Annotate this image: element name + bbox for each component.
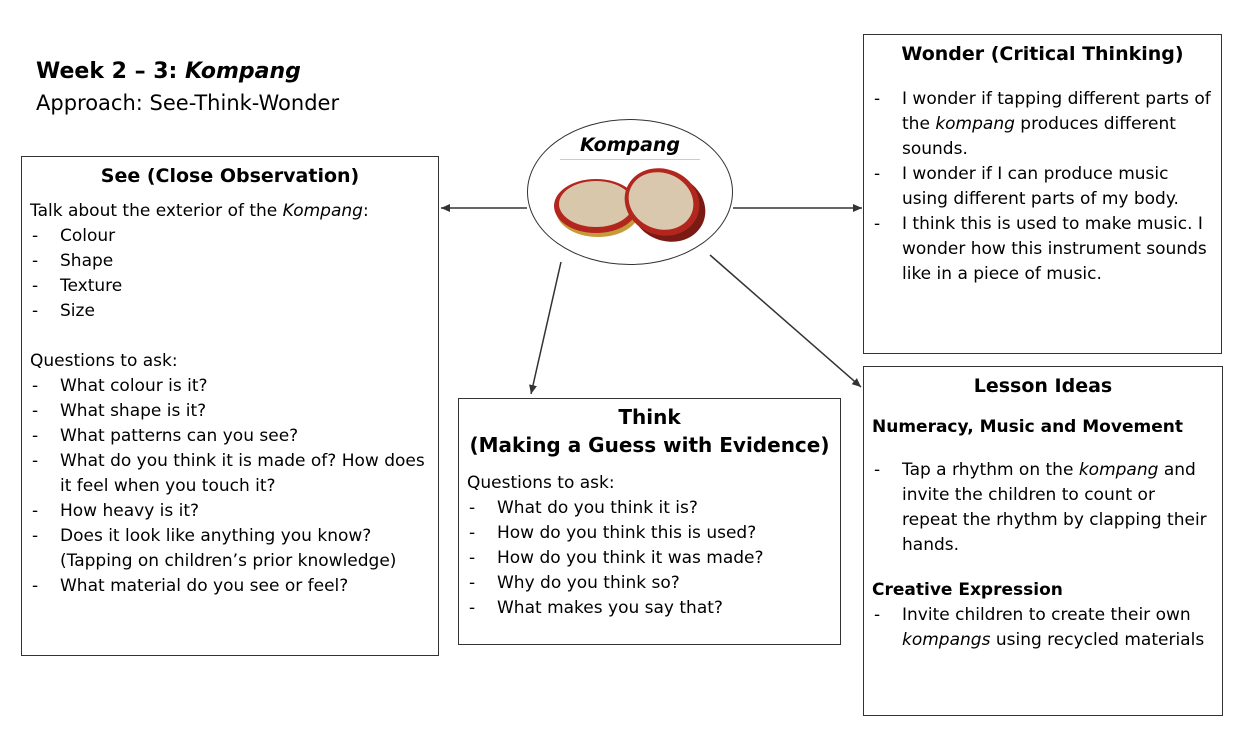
week-label: Week 2 – 3: bbox=[36, 59, 186, 84]
see-aspects-list: Colour Shape Texture Size bbox=[30, 224, 430, 324]
list-item: Does it look like anything you know? (Ta… bbox=[30, 524, 430, 574]
list-item: Size bbox=[30, 299, 430, 324]
numeracy-heading: Numeracy, Music and Movement bbox=[872, 417, 1183, 437]
think-title-line1: Think bbox=[618, 405, 681, 429]
list-item: Tap a rhythm on the kompang and invite t… bbox=[872, 458, 1214, 558]
think-questions-list: What do you think it is? How do you thin… bbox=[467, 496, 832, 621]
lesson-ideas-box: Lesson Ideas Numeracy, Music and Movemen… bbox=[863, 366, 1223, 716]
creative-heading: Creative Expression bbox=[872, 580, 1063, 600]
kompang-node: Kompang bbox=[527, 119, 733, 265]
think-title: Think (Making a Guess with Evidence) bbox=[467, 403, 832, 459]
list-item: What material do you see or feel? bbox=[30, 574, 430, 599]
see-title: See (Close Observation) bbox=[100, 165, 360, 187]
see-questions-heading: Questions to ask: bbox=[30, 351, 178, 371]
kompang-label: Kompang bbox=[528, 134, 732, 160]
list-item: I wonder if I can produce music using di… bbox=[872, 162, 1213, 212]
list-item: How do you think it was made? bbox=[467, 546, 832, 571]
list-item: How heavy is it? bbox=[30, 499, 430, 524]
list-item: Why do you think so? bbox=[467, 571, 832, 596]
list-item: Shape bbox=[30, 249, 430, 274]
kompang-drum-icon bbox=[554, 168, 706, 242]
list-item: Texture bbox=[30, 274, 430, 299]
think-title-line2: (Making a Guess with Evidence) bbox=[469, 433, 830, 457]
numeracy-list: Tap a rhythm on the kompang and invite t… bbox=[872, 458, 1214, 558]
page-header: Week 2 – 3: Kompang Approach: See-Think-… bbox=[36, 56, 339, 118]
list-item: What colour is it? bbox=[30, 374, 430, 399]
see-box: See (Close Observation) Talk about the e… bbox=[21, 156, 439, 656]
list-item: What makes you say that? bbox=[467, 596, 832, 621]
wonder-box: Wonder (Critical Thinking) I wonder if t… bbox=[863, 34, 1222, 354]
topic-label: Kompang bbox=[185, 59, 301, 84]
list-item: Colour bbox=[30, 224, 430, 249]
list-item: I wonder if tapping different parts of t… bbox=[872, 87, 1213, 162]
list-item: What do you think it is made of? How doe… bbox=[30, 449, 430, 499]
wonder-list: I wonder if tapping different parts of t… bbox=[872, 87, 1213, 287]
list-item: What shape is it? bbox=[30, 399, 430, 424]
see-intro: Talk about the exterior of the Kompang: bbox=[30, 201, 369, 221]
page-title: Week 2 – 3: Kompang bbox=[36, 56, 339, 88]
list-item: What patterns can you see? bbox=[30, 424, 430, 449]
creative-list: Invite children to create their own komp… bbox=[872, 603, 1214, 653]
think-box: Think (Making a Guess with Evidence) Que… bbox=[458, 398, 841, 645]
arrow-to-think bbox=[529, 261, 562, 395]
list-item: What do you think it is? bbox=[467, 496, 832, 521]
list-item: How do you think this is used? bbox=[467, 521, 832, 546]
arrow-to-lesson bbox=[709, 254, 862, 388]
approach-label: Approach: See-Think-Wonder bbox=[36, 91, 340, 115]
think-questions-heading: Questions to ask: bbox=[467, 473, 615, 493]
wonder-title: Wonder (Critical Thinking) bbox=[901, 43, 1184, 65]
list-item: I think this is used to make music. I wo… bbox=[872, 212, 1213, 287]
list-item: Invite children to create their own komp… bbox=[872, 603, 1214, 653]
see-questions-list: What colour is it? What shape is it? Wha… bbox=[30, 374, 430, 599]
lesson-title: Lesson Ideas bbox=[973, 375, 1113, 397]
